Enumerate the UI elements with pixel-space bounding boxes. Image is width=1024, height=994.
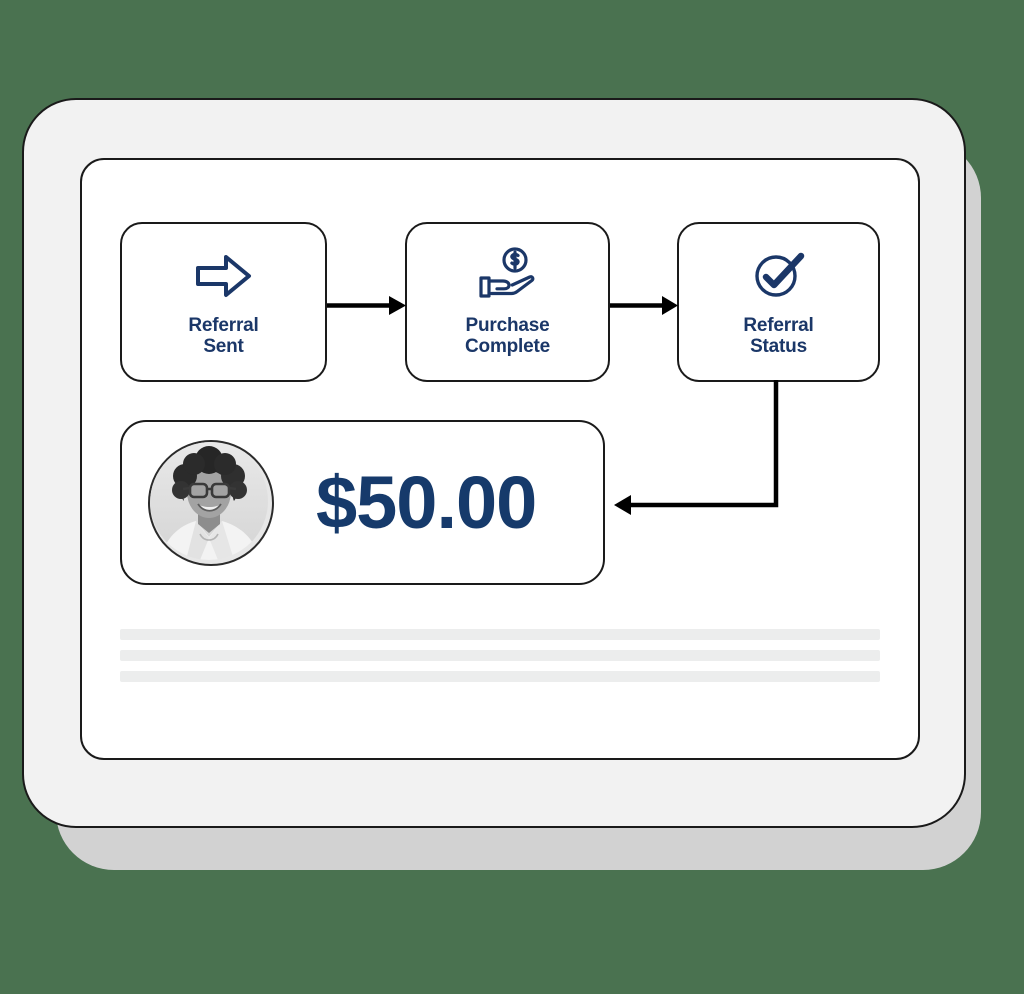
reward-amount: $50.00	[316, 460, 537, 544]
placeholder-text-bar	[120, 671, 880, 682]
placeholder-text-bar	[120, 629, 880, 640]
connector-arrow-purchase-to-status	[610, 283, 679, 328]
connector-arrow-referral-to-purchase	[327, 283, 407, 328]
step-card-referral-status[interactable]: Referral Status	[677, 222, 880, 382]
user-avatar	[148, 439, 274, 566]
placeholder-text-bar	[120, 650, 880, 661]
connector-arrow-status-to-reward	[600, 377, 800, 525]
step-card-referral-sent[interactable]: Referral Sent	[120, 222, 327, 382]
reward-card[interactable]: $50.00	[120, 420, 605, 585]
hand-holding-coin-icon	[477, 247, 539, 305]
arrow-right-outline-icon	[194, 247, 254, 305]
check-circle-icon	[751, 247, 807, 305]
step-label-referral-status: Referral Status	[743, 314, 814, 357]
step-card-purchase-complete[interactable]: Purchase Complete	[405, 222, 610, 382]
step-label-referral-sent: Referral Sent	[188, 314, 259, 357]
step-label-purchase-complete: Purchase Complete	[465, 314, 550, 357]
